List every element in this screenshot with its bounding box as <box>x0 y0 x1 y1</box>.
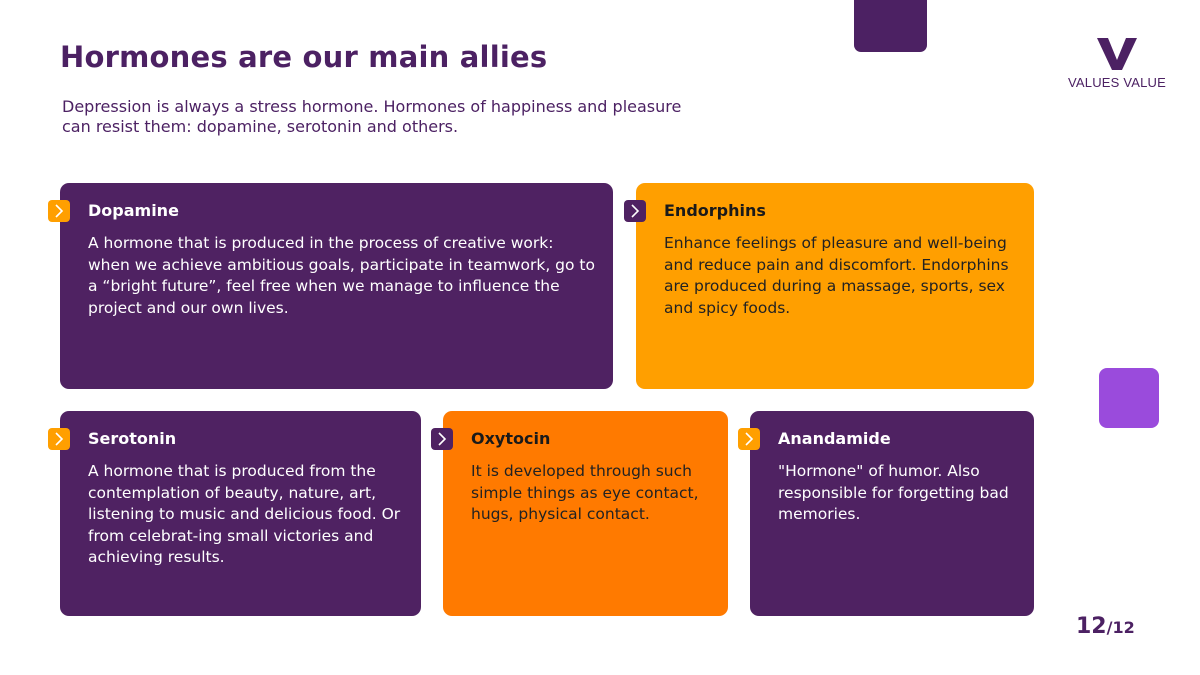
brand-logo: VALUES VALUE <box>1066 36 1168 90</box>
card-body: Enhance feelings of pleasure and well-be… <box>664 234 1009 317</box>
card-dopamine: Dopamine A hormone that is produced in t… <box>48 183 613 389</box>
chevron-right-icon <box>48 428 70 450</box>
chevron-right-icon <box>48 200 70 222</box>
page-current: 12 <box>1076 614 1107 639</box>
page-number: 12/12 <box>1076 614 1135 639</box>
card-body: It is developed through such simple thin… <box>471 462 699 524</box>
card-oxytocin: Oxytocin It is developed through such si… <box>431 411 728 616</box>
card-title: Anandamide <box>778 429 891 448</box>
brand-name: VALUES VALUE <box>1067 75 1166 90</box>
page-title: Hormones are our main allies <box>60 40 548 74</box>
card-title: Endorphins <box>664 201 766 220</box>
card-title: Serotonin <box>88 429 177 448</box>
v-logo-icon <box>1097 38 1137 70</box>
chevron-right-icon <box>624 200 646 222</box>
decorative-square-right <box>1099 368 1159 428</box>
card-body: "Hormone" of humor. Also responsible for… <box>778 462 1009 524</box>
card-endorphins: Endorphins Enhance feelings of pleasure … <box>624 183 1034 389</box>
card-anandamide: Anandamide "Hormone" of humor. Also resp… <box>738 411 1034 616</box>
decorative-square-top <box>854 0 927 52</box>
page-subtitle: Depression is always a stress hormone. H… <box>62 97 682 136</box>
chevron-right-icon <box>431 428 453 450</box>
page-total: /12 <box>1106 618 1135 637</box>
card-title: Dopamine <box>88 201 179 220</box>
card-serotonin: Serotonin A hormone that is produced fro… <box>48 411 421 616</box>
chevron-right-icon <box>738 428 760 450</box>
card-body: A hormone that is produced in the proces… <box>88 234 595 317</box>
card-body: A hormone that is produced from the cont… <box>88 462 401 567</box>
card-title: Oxytocin <box>471 429 551 448</box>
